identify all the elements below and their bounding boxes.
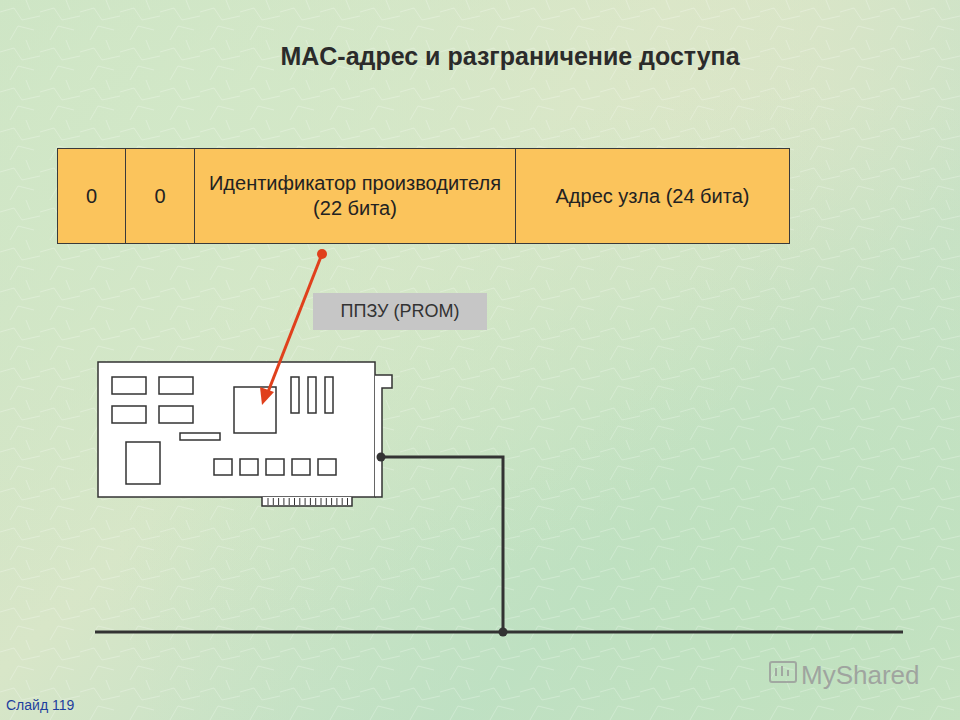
contact-finger bbox=[273, 498, 274, 505]
network-card bbox=[98, 362, 392, 506]
watermark-icon bbox=[770, 662, 796, 682]
contact-finger bbox=[268, 498, 269, 505]
leader-dot bbox=[317, 249, 327, 259]
contact-finger bbox=[299, 498, 300, 505]
node-text: 0 bbox=[86, 184, 97, 209]
contact-finger bbox=[294, 498, 295, 505]
junction-dot bbox=[377, 453, 386, 462]
cable bbox=[381, 457, 503, 632]
arrow-head bbox=[260, 387, 274, 405]
contact-finger bbox=[305, 498, 306, 505]
contact-finger bbox=[336, 498, 337, 505]
contact-finger bbox=[283, 498, 284, 505]
contact-finger bbox=[321, 498, 322, 505]
prom-label-box: ППЗУ (PROM) bbox=[313, 293, 487, 330]
contact-finger bbox=[326, 498, 327, 505]
node-text: 0 bbox=[154, 184, 165, 209]
bit-cell: 0 bbox=[57, 148, 126, 244]
contact-finger bbox=[315, 498, 316, 505]
contact-finger bbox=[289, 498, 290, 505]
node-text: Адрес узла (24 бита) bbox=[556, 184, 750, 209]
junction-dot bbox=[499, 628, 508, 637]
contact-finger bbox=[278, 498, 279, 505]
node-text: Идентификатор производителя (22 бита) bbox=[203, 171, 507, 221]
watermark: MyShared bbox=[801, 660, 920, 691]
contact-finger bbox=[331, 498, 332, 505]
contact-finger bbox=[310, 498, 311, 505]
vendor-id-field: Идентификатор производителя (22 бита) bbox=[194, 148, 516, 244]
contact-finger bbox=[342, 498, 343, 505]
slide-number: Слайд 119 bbox=[6, 697, 74, 713]
node-address-field: Адрес узла (24 бита) bbox=[515, 148, 790, 244]
bit-cell: 0 bbox=[125, 148, 195, 244]
node-text: ППЗУ (PROM) bbox=[341, 301, 460, 322]
contact-finger bbox=[347, 498, 348, 505]
slide-title: MAC-адрес и разграничение доступа bbox=[280, 42, 739, 71]
